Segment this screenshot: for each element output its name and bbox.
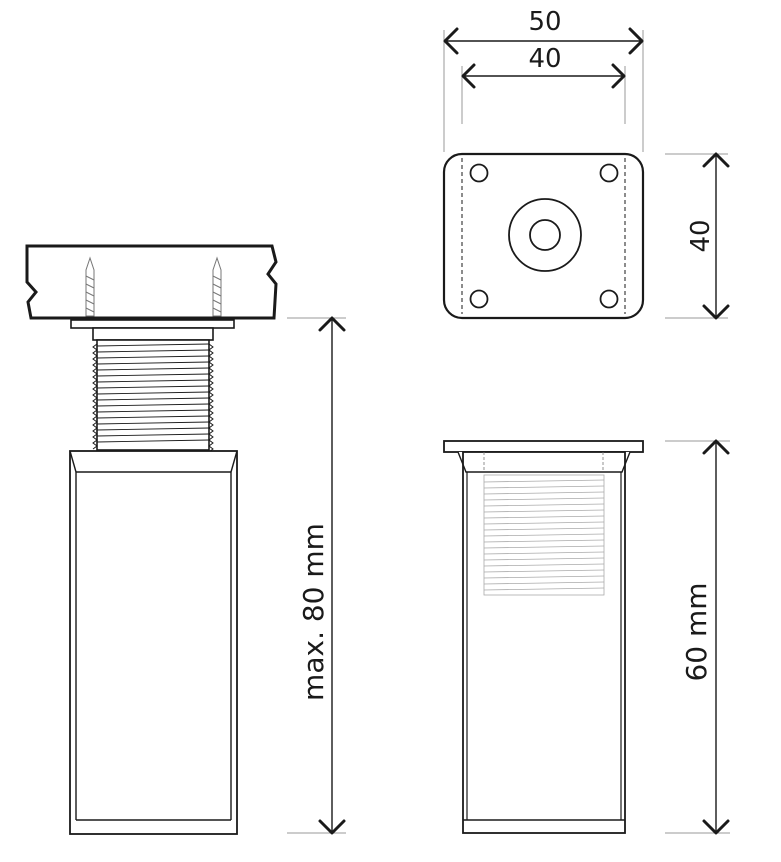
leg-top-rim-left <box>69 450 77 473</box>
body-outline <box>462 451 626 834</box>
side-view-mounted-leg: max. 80 mm <box>25 244 346 835</box>
center-hole <box>529 219 561 251</box>
label-body-height: 60 mm <box>680 582 713 681</box>
screw-hole-bottom-right <box>599 289 619 309</box>
body-flange-taper <box>457 451 631 473</box>
dimension-body-height <box>665 439 730 835</box>
label-hole-spacing: 40 <box>528 44 561 74</box>
threaded-rod <box>92 339 214 453</box>
leg-top-rim-right <box>230 450 238 473</box>
screw-hole-top-left <box>469 163 489 183</box>
screw-hole-bottom-left <box>469 289 489 309</box>
label-plate-width: 50 <box>528 7 561 37</box>
label-max-height: max. 80 mm <box>297 523 330 701</box>
dimension-plate-width <box>443 27 644 152</box>
body-flange <box>443 440 644 453</box>
top-view-mounting-plate: 50 40 40 <box>442 7 730 320</box>
dimension-max-height <box>287 316 346 835</box>
screw-left <box>85 256 95 317</box>
label-plate-depth: 40 <box>686 219 716 252</box>
dimension-hole-spacing <box>461 63 626 124</box>
mounting-plate <box>70 319 235 329</box>
leg-body <box>69 450 238 835</box>
wooden-board <box>25 244 278 320</box>
dimension-plate-depth <box>665 152 730 320</box>
screw-hole-top-right <box>599 163 619 183</box>
plate-collar <box>92 327 214 341</box>
internal-thread-hidden <box>483 474 605 596</box>
screw-right <box>212 256 222 317</box>
front-view-leg-body: 60 mm <box>443 439 730 835</box>
